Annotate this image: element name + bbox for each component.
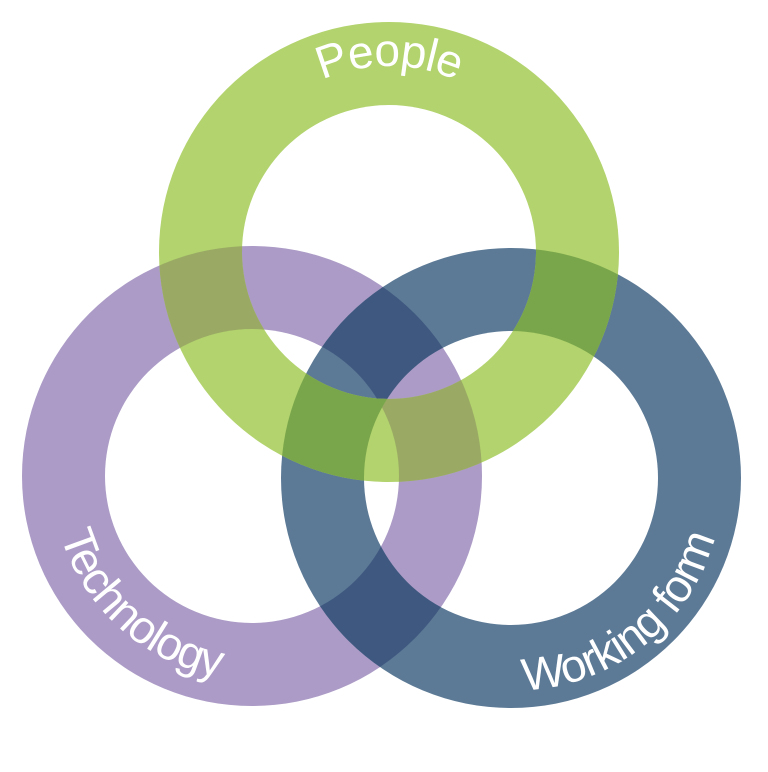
venn-diagram: People Technology Working form <box>0 0 768 772</box>
overlap-people-working-form-fill <box>0 0 768 772</box>
overlap-people-working-form <box>0 0 768 772</box>
venn-diagram-svg: People Technology Working form <box>0 0 768 772</box>
